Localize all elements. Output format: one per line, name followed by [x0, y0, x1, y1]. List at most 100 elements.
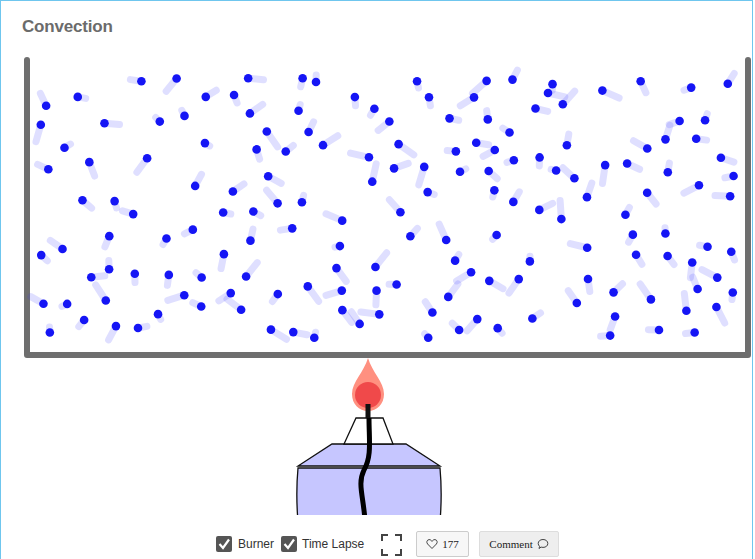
particle	[703, 243, 712, 252]
particle	[298, 74, 307, 83]
checkbox-label: Time Lapse	[302, 537, 364, 551]
particle	[712, 303, 721, 312]
particle	[632, 250, 641, 259]
particle	[573, 299, 582, 308]
particle	[473, 315, 482, 324]
particle	[493, 324, 502, 333]
particle	[394, 140, 403, 149]
particle	[370, 104, 379, 113]
particle	[78, 196, 87, 205]
particle	[372, 286, 381, 295]
particle	[80, 316, 89, 325]
particle	[101, 296, 110, 305]
particle	[636, 77, 645, 86]
particle	[413, 77, 422, 86]
heart-icon	[426, 538, 438, 550]
particle	[451, 256, 460, 265]
particle	[687, 83, 696, 92]
particle	[365, 153, 374, 162]
particle	[180, 291, 189, 300]
particle	[246, 236, 255, 245]
particle	[505, 128, 514, 137]
checkbox	[281, 536, 297, 552]
particle	[105, 232, 114, 241]
particle	[58, 245, 67, 254]
particle	[552, 166, 561, 175]
particle	[544, 89, 553, 98]
particle	[717, 153, 726, 162]
particle	[294, 106, 303, 115]
wick	[366, 404, 371, 419]
particle	[442, 236, 451, 245]
particle	[445, 114, 454, 123]
particle	[423, 188, 432, 197]
particle	[690, 328, 699, 337]
checkbox	[216, 536, 232, 552]
particle	[229, 187, 238, 196]
particle	[472, 138, 481, 147]
particle	[244, 74, 253, 83]
particle	[701, 116, 710, 125]
particle	[606, 331, 615, 340]
particle	[727, 247, 736, 256]
particle	[375, 310, 384, 319]
particle	[528, 314, 537, 323]
particle	[304, 128, 313, 137]
particle	[570, 174, 579, 183]
check-mark	[220, 540, 230, 549]
particle	[298, 198, 307, 207]
particle	[713, 273, 722, 282]
particle	[355, 320, 364, 329]
particle	[85, 158, 94, 167]
particle	[154, 310, 163, 319]
particle	[664, 168, 673, 177]
particle	[663, 252, 672, 261]
particle	[647, 295, 656, 304]
particle	[197, 273, 206, 282]
particle	[39, 299, 48, 308]
particle	[385, 117, 394, 126]
particle	[661, 229, 670, 238]
particle	[60, 143, 69, 152]
container-wall	[27, 60, 748, 355]
flame-outer	[352, 358, 384, 411]
particle	[172, 74, 181, 83]
particle	[156, 117, 165, 126]
particle	[368, 177, 377, 186]
particle	[531, 104, 540, 113]
particle	[396, 208, 405, 217]
burner	[297, 418, 442, 515]
particle	[726, 192, 735, 201]
particle	[281, 147, 290, 156]
particle	[165, 271, 174, 280]
like-button: 177	[416, 531, 469, 557]
particle	[351, 93, 360, 102]
particle	[452, 147, 461, 156]
particle	[535, 206, 544, 215]
particle	[483, 115, 492, 124]
particle	[661, 135, 670, 144]
particle	[444, 293, 453, 302]
particle	[237, 305, 246, 314]
particle	[563, 141, 572, 150]
particle	[643, 188, 652, 197]
particle	[249, 207, 258, 216]
particle	[729, 172, 738, 181]
particle	[390, 164, 399, 173]
particle	[137, 77, 146, 86]
particle	[63, 300, 72, 309]
particle	[267, 325, 276, 334]
particle	[242, 272, 251, 281]
particle	[134, 324, 143, 333]
particle	[37, 120, 46, 129]
particle	[623, 159, 632, 168]
particle	[510, 156, 519, 165]
particle	[201, 93, 210, 102]
particle	[508, 75, 517, 84]
particle	[201, 139, 210, 148]
particle	[310, 333, 319, 342]
particle	[688, 258, 697, 267]
particle	[492, 231, 501, 240]
particle	[583, 193, 592, 202]
particle	[490, 186, 499, 195]
